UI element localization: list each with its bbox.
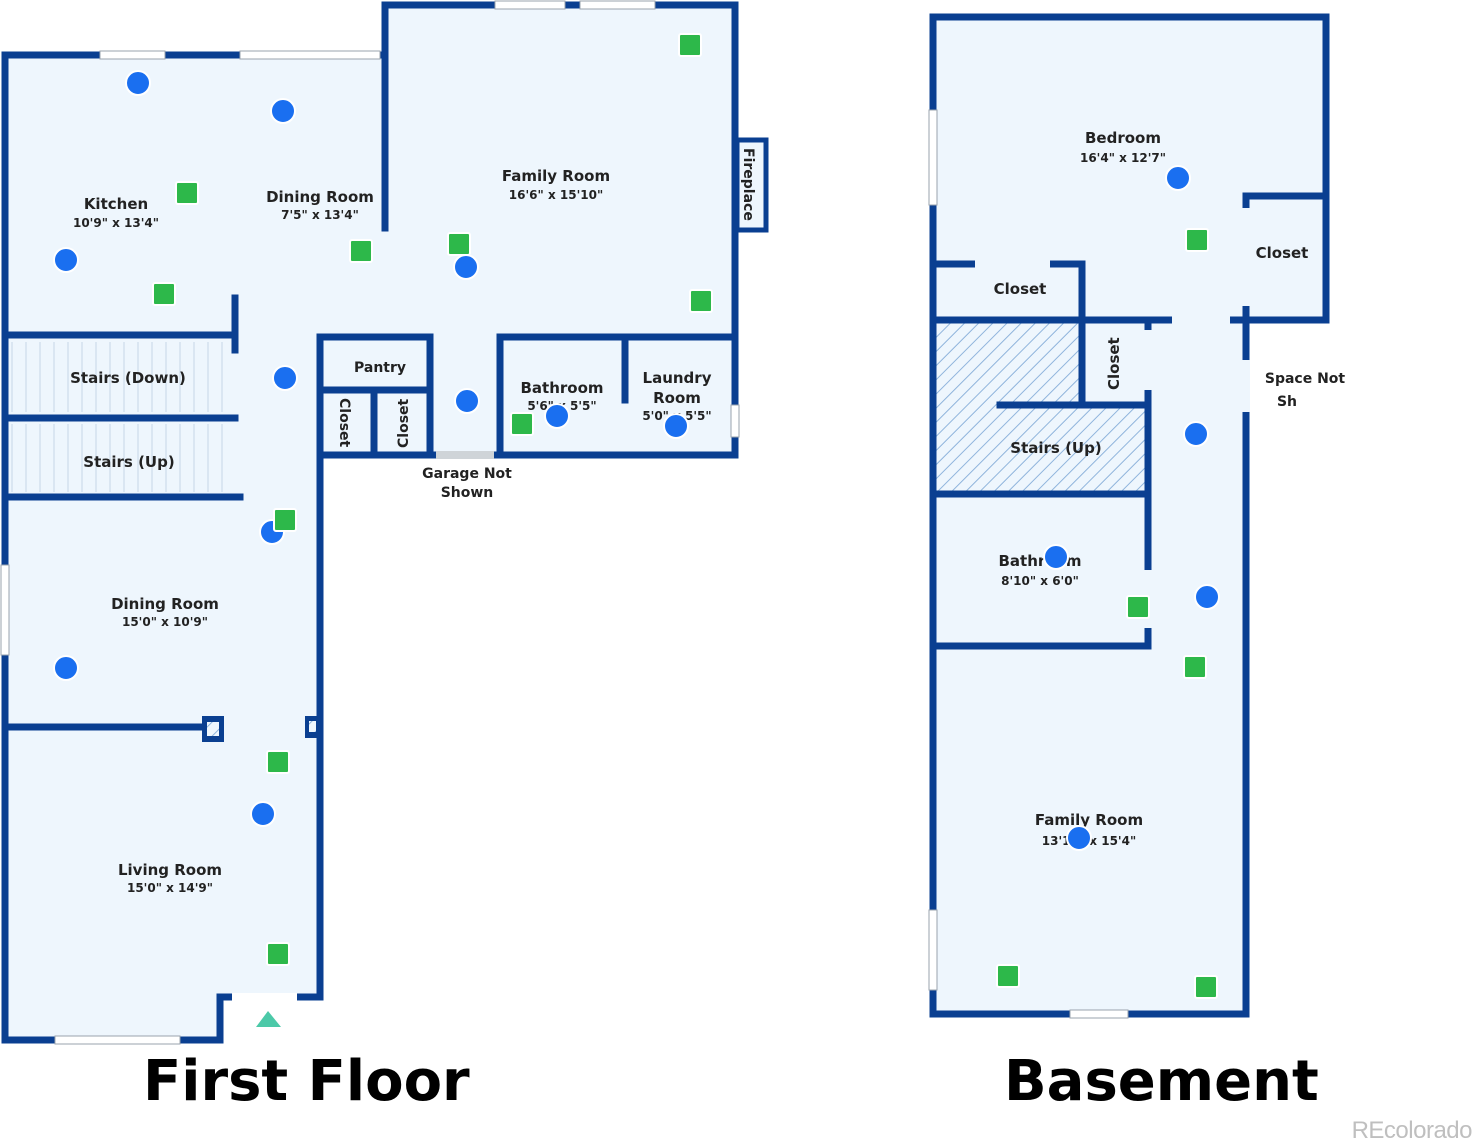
garage-door [436,451,494,459]
window [54,1035,181,1045]
first-floor-area [5,5,735,1040]
room-label-dining-room-upper: Dining Room [266,188,374,206]
door [975,260,1050,268]
room-label-closet: Closet [396,398,412,448]
door [1242,208,1250,306]
photo-markers [53,33,713,966]
photo-marker-green[interactable] [1126,595,1150,619]
photo-marker-green[interactable] [510,412,534,436]
room-dim-dining-room-lower: 15'0" x 10'9" [122,615,208,629]
basement-floor-area [933,17,1326,1014]
window [928,909,938,991]
photo-marker-blue[interactable] [270,98,296,124]
room-dim-bedroom: 16'4" x 12'7" [1080,151,1166,165]
room-label-stairs-up: Stairs (Up) [1010,439,1101,457]
room-dim-bathroom: 8'10" x 6'0" [1001,574,1079,588]
photo-marker-green[interactable] [996,964,1020,988]
door [1242,360,1250,412]
entry-door [232,993,297,1001]
photo-marker-green[interactable] [447,232,471,256]
window [99,50,166,60]
door [1172,316,1230,324]
window [928,109,938,206]
photo-marker-blue[interactable] [272,365,298,391]
room-dim-living-room: 15'0" x 14'9" [127,881,213,895]
room-label-bathroom: Bathroom [520,379,603,397]
photo-marker-green[interactable] [273,508,297,532]
photo-markers [996,165,1220,999]
photo-marker-blue[interactable] [250,801,276,827]
photo-marker-green[interactable] [689,289,713,313]
space-not-shown-line1: Space Not [1265,371,1346,387]
photo-marker-blue[interactable] [454,388,480,414]
photo-marker-blue[interactable] [53,247,79,273]
room-label-family-room: Family Room [1035,811,1143,829]
photo-marker-green[interactable] [175,181,199,205]
photo-marker-green[interactable] [1183,655,1207,679]
room-label-pantry: Pantry [354,360,406,376]
stairs-down [11,342,223,412]
window [730,404,740,438]
room-dim-family-room: 16'6" x 15'10" [509,188,603,202]
photo-marker-green[interactable] [678,33,702,57]
window [0,564,10,656]
window [1069,1009,1129,1019]
room-label-dining-room-lower: Dining Room [111,595,219,613]
photo-marker-blue[interactable] [1165,165,1191,191]
room-label-family-room: Family Room [502,167,610,185]
entry-marker [256,1011,281,1027]
window [494,0,566,10]
photo-marker-green[interactable] [1185,228,1209,252]
garage-label-line1: Garage Not [422,466,512,482]
room-label-living-room: Living Room [118,861,222,879]
room-dim-kitchen: 10'9" x 13'4" [73,216,159,230]
first-floor-plan: Fireplace [0,0,769,1045]
photo-marker-green[interactable] [266,942,290,966]
room-label-bathroom: Bathroom [998,552,1081,570]
photo-marker-blue[interactable] [1183,421,1209,447]
stairs-up [11,424,223,492]
photo-marker-blue[interactable] [1043,544,1069,570]
room-label-kitchen: Kitchen [84,195,148,213]
photo-marker-blue[interactable] [663,413,689,439]
photo-marker-blue[interactable] [453,254,479,280]
fireplace [734,137,769,233]
room-label-closet: Closet [1256,244,1309,262]
room-label-bedroom: Bedroom [1085,129,1161,147]
room-label-stairs-down: Stairs (Down) [70,369,186,387]
watermark: REcolorado [1351,1117,1473,1144]
basement-title: Basement [1004,1049,1319,1114]
photo-marker-blue[interactable] [125,70,151,96]
room-label-stairs-up: Stairs (Up) [83,453,174,471]
photo-marker-green[interactable] [266,750,290,774]
window [579,0,656,10]
room-label-closet: Closet [336,398,352,448]
room-label-laundry-line1: Laundry [643,369,712,387]
photo-marker-blue[interactable] [1066,825,1092,851]
space-not-shown-line2: Sh [1277,394,1297,410]
photo-marker-green[interactable] [152,282,176,306]
photo-marker-blue[interactable] [53,655,79,681]
door [1144,330,1152,390]
photo-marker-green[interactable] [349,239,373,263]
room-label-laundry-line2: Room [653,389,701,407]
basement-plan: Bedroom 16'4" x 12'7" Closet Closet Spac… [928,13,1346,1019]
photo-marker-blue[interactable] [1194,584,1220,610]
fireplace-label: Fireplace [740,148,756,221]
room-dim-dining-room-upper: 7'5" x 13'4" [281,208,359,222]
photo-marker-green[interactable] [1194,975,1218,999]
garage-label-line2: Shown [441,485,494,501]
photo-marker-blue[interactable] [544,403,570,429]
window [239,50,381,60]
room-label-closet: Closet [1105,337,1123,390]
first-floor-title: First Floor [143,1049,470,1114]
room-label-closet: Closet [994,280,1047,298]
